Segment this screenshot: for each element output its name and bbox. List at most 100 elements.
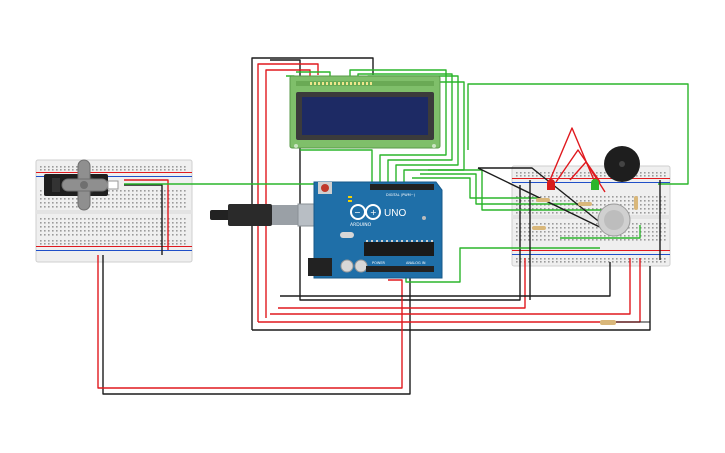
breadboard-hole bbox=[156, 194, 158, 196]
breadboard-hole bbox=[84, 234, 86, 236]
breadboard-hole bbox=[60, 222, 62, 224]
arduino-uno-board[interactable]: − + UNO ARDUINO DIGITAL (PWM~) POWER ANA… bbox=[210, 181, 443, 279]
gas-sensor[interactable] bbox=[597, 203, 631, 237]
resistor-bottom[interactable] bbox=[600, 320, 616, 325]
breadboard-hole bbox=[96, 222, 98, 224]
breadboard-hole bbox=[112, 234, 114, 236]
breadboard-hole bbox=[176, 194, 178, 196]
breadboard-hole bbox=[116, 194, 118, 196]
breadboard-hole bbox=[588, 175, 590, 177]
breadboard-hole bbox=[548, 212, 550, 214]
svg-text:−: − bbox=[354, 208, 361, 217]
breadboard-hole bbox=[164, 230, 166, 232]
breadboard-hole bbox=[592, 200, 594, 202]
breadboard-hole bbox=[636, 235, 638, 237]
breadboard-hole bbox=[624, 196, 626, 198]
reset-button[interactable] bbox=[321, 184, 329, 192]
breadboard-hole bbox=[48, 222, 50, 224]
breadboard-hole bbox=[120, 198, 122, 200]
breadboard-hole bbox=[80, 240, 82, 242]
breadboard-hole bbox=[536, 258, 538, 260]
breadboard-hole bbox=[664, 200, 666, 202]
breadboard-hole bbox=[172, 240, 174, 242]
breadboard-hole bbox=[584, 231, 586, 233]
breadboard-hole bbox=[664, 258, 666, 260]
breadboard-hole bbox=[40, 194, 42, 196]
breadboard-hole bbox=[68, 222, 70, 224]
breadboard-hole bbox=[72, 206, 74, 208]
resistor-3[interactable] bbox=[532, 226, 546, 230]
breadboard-hole bbox=[632, 223, 634, 225]
breadboard-hole bbox=[168, 198, 170, 200]
breadboard-hole bbox=[640, 239, 642, 241]
breadboard-hole bbox=[60, 226, 62, 228]
breadboard-hole bbox=[168, 243, 170, 245]
breadboard-hole bbox=[532, 261, 534, 263]
breadboard-hole bbox=[72, 243, 74, 245]
breadboard-hole bbox=[624, 200, 626, 202]
resistor-4[interactable] bbox=[634, 196, 638, 210]
breadboard-hole bbox=[580, 223, 582, 225]
breadboard-hole bbox=[584, 208, 586, 210]
breadboard-hole bbox=[628, 261, 630, 263]
buzzer[interactable] bbox=[604, 146, 640, 182]
chip-leg bbox=[396, 240, 398, 242]
breadboard-hole bbox=[116, 169, 118, 171]
breadboard-hole bbox=[172, 190, 174, 192]
breadboard-hole bbox=[576, 261, 578, 263]
breadboard-hole bbox=[620, 196, 622, 198]
breadboard-hole bbox=[136, 230, 138, 232]
breadboard-hole bbox=[156, 169, 158, 171]
breadboard-hole bbox=[632, 212, 634, 214]
breadboard-hole bbox=[184, 166, 186, 168]
breadboard-hole bbox=[604, 239, 606, 241]
breadboard-hole bbox=[72, 169, 74, 171]
power-jack bbox=[308, 258, 332, 276]
breadboard-hole bbox=[96, 243, 98, 245]
breadboard-hole bbox=[116, 234, 118, 236]
breadboard-hole bbox=[604, 258, 606, 260]
breadboard-hole bbox=[40, 222, 42, 224]
breadboard-hole bbox=[564, 239, 566, 241]
breadboard-hole bbox=[592, 204, 594, 206]
resistor-2[interactable] bbox=[578, 202, 592, 206]
breadboard-hole bbox=[112, 198, 114, 200]
breadboard-hole bbox=[560, 239, 562, 241]
breadboard-hole bbox=[144, 230, 146, 232]
breadboard-hole bbox=[648, 258, 650, 260]
chip-leg bbox=[416, 240, 418, 242]
led-red[interactable] bbox=[547, 179, 555, 190]
breadboard-hole bbox=[40, 206, 42, 208]
breadboard-hole bbox=[148, 243, 150, 245]
lcd-display[interactable] bbox=[289, 75, 441, 149]
breadboard-hole bbox=[516, 175, 518, 177]
breadboard-hole bbox=[556, 223, 558, 225]
breadboard-hole bbox=[112, 226, 114, 228]
breadboard-hole bbox=[164, 240, 166, 242]
breadboard-hole bbox=[48, 169, 50, 171]
wire-green-lcd-a bbox=[349, 69, 447, 188]
led-green[interactable] bbox=[591, 179, 599, 190]
breadboard-hole bbox=[548, 175, 550, 177]
breadboard-hole bbox=[44, 169, 46, 171]
breadboard-hole bbox=[564, 231, 566, 233]
breadboard-hole bbox=[80, 243, 82, 245]
breadboard-hole bbox=[160, 194, 162, 196]
breadboard-hole bbox=[184, 202, 186, 204]
breadboard-hole bbox=[60, 240, 62, 242]
breadboard-hole bbox=[40, 166, 42, 168]
breadboard-hole bbox=[592, 239, 594, 241]
breadboard-hole bbox=[516, 208, 518, 210]
breadboard-hole bbox=[544, 172, 546, 174]
servo-motor[interactable] bbox=[44, 159, 119, 211]
breadboard-hole bbox=[184, 194, 186, 196]
breadboard-hole bbox=[168, 240, 170, 242]
wire-black-servo bbox=[102, 255, 411, 395]
breadboard-hole bbox=[564, 227, 566, 229]
breadboard-hole bbox=[132, 202, 134, 204]
breadboard-hole bbox=[64, 243, 66, 245]
breadboard-hole bbox=[520, 208, 522, 210]
breadboard-hole bbox=[556, 200, 558, 202]
breadboard-hole bbox=[532, 204, 534, 206]
resistor-1[interactable] bbox=[536, 198, 550, 202]
